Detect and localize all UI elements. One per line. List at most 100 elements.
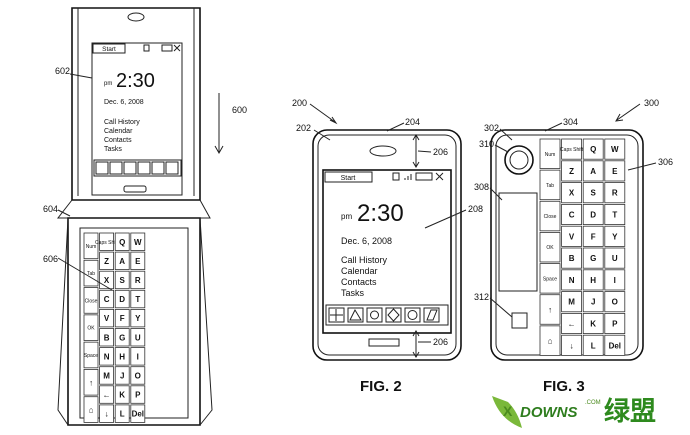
leader-310 xyxy=(494,144,509,153)
fig2-bottom-slot xyxy=(368,338,400,347)
fig1-key-3-3 xyxy=(130,289,146,309)
label-302: 302 xyxy=(484,123,499,133)
fig1-key-label-1-6: N xyxy=(104,352,110,361)
fig3-body-outline xyxy=(490,129,644,361)
fig1-key-label-0-5: ↑ xyxy=(89,378,93,387)
fig1-menu-1: Calendar xyxy=(104,128,133,135)
fig3-key-label-3-8: P xyxy=(612,320,618,329)
fig1-key-label-2-3: D xyxy=(119,295,125,304)
fig1-key-1-1 xyxy=(99,251,114,271)
fig1-key-label-0-6: ⌂ xyxy=(89,406,94,415)
fig1-key-3-8 xyxy=(130,385,146,404)
fig1-key-2-9 xyxy=(114,404,130,423)
fig1-key-label-1-7: M xyxy=(103,371,110,380)
fig2-date: Dec. 6, 2008 xyxy=(341,236,392,246)
fig3-panel xyxy=(498,192,538,292)
fig3-key-1-1 xyxy=(561,160,582,182)
fig3-key-label-2-7: J xyxy=(591,298,595,307)
fig1-key-label-2-1: A xyxy=(119,257,125,266)
fig1-key-label-0-3: OK xyxy=(87,326,95,332)
fig3-key-label-3-9: Del xyxy=(609,341,621,350)
fig1-key-1-8 xyxy=(99,385,114,404)
fig1-key-2-4 xyxy=(114,308,130,328)
fig1-menu-3: Tasks xyxy=(104,146,122,153)
fig3-key-3-2 xyxy=(604,182,626,204)
fig1-key-label-1-2: X xyxy=(104,276,110,285)
fig3-key-1-6 xyxy=(561,269,582,291)
fig3-key-label-0-1: Tab xyxy=(546,183,554,189)
fig1-key-label-3-6: I xyxy=(137,352,139,361)
fig3-key-1-5 xyxy=(561,247,582,269)
fig3-key-0-0 xyxy=(539,138,561,169)
fig1-key-label-1-1: Z xyxy=(104,257,109,266)
leader-604 xyxy=(57,209,71,217)
fig1-softkeys xyxy=(93,159,182,177)
fig3-key-2-2 xyxy=(582,182,604,204)
fig3-key-3-3 xyxy=(604,203,626,225)
fig3-key-label-2-5: G xyxy=(590,254,596,263)
fig1-key-label-3-7: O xyxy=(135,371,141,380)
label-300: 300 xyxy=(644,98,659,108)
fig3-key-2-7 xyxy=(582,291,604,313)
fig3-key-label-3-0: W xyxy=(611,145,619,154)
fig3-key-2-0 xyxy=(582,138,604,160)
fig1-key-0-0 xyxy=(83,232,99,260)
fig1-key-0-5 xyxy=(83,369,99,396)
fig1-date: Dec. 6, 2008 xyxy=(104,99,144,106)
fig1-key-3-6 xyxy=(130,347,146,366)
fig1-key-1-4 xyxy=(99,308,114,328)
fig1-key-2-6 xyxy=(114,347,130,366)
fig1-time: 2:30 xyxy=(116,70,155,92)
fig1-base-sides xyxy=(57,217,213,426)
label-206-bottom: 206 xyxy=(433,337,448,347)
fig1-lid-bevel xyxy=(77,8,195,196)
label-604: 604 xyxy=(43,204,58,214)
fig1-key-label-3-2: R xyxy=(135,276,141,285)
fig1-key-label-3-0: W xyxy=(134,238,142,247)
leader-602 xyxy=(69,73,93,79)
leader-606 xyxy=(57,257,113,291)
fig1-key-label-2-6: H xyxy=(119,352,125,361)
fig1-menu-0: Call History xyxy=(104,119,140,126)
fig1-key-1-5 xyxy=(99,328,114,347)
fig3-key-label-3-2: R xyxy=(612,189,618,198)
fig3-key-1-3 xyxy=(561,203,582,225)
fig2-body-outline xyxy=(312,129,462,361)
fig2-menu-1: Calendar xyxy=(341,266,378,276)
fig3-key-1-4 xyxy=(561,225,582,247)
fig3-key-0-6 xyxy=(539,325,561,356)
fig1-key-3-7 xyxy=(130,366,146,385)
fig1-key-label-3-9: Del xyxy=(132,410,144,419)
fig1-key-label-1-5: B xyxy=(104,333,110,342)
fig1-key-label-2-0: Q xyxy=(119,238,125,247)
leader-312 xyxy=(489,297,513,318)
fig1-key-label-1-9: ↓ xyxy=(105,410,109,419)
fig1-key-2-0 xyxy=(114,232,130,251)
fig1-key-1-3 xyxy=(99,289,114,309)
fig1-status-icon xyxy=(143,44,150,52)
fig3-key-label-1-9: ↓ xyxy=(570,341,574,350)
fig3-key-0-1 xyxy=(539,169,561,201)
fig1-key-2-3 xyxy=(114,289,130,309)
fig3-key-0-3 xyxy=(539,232,561,263)
fig1-speaker xyxy=(127,12,145,22)
fig3-key-1-8 xyxy=(561,312,582,334)
fig3-key-3-1 xyxy=(604,160,626,182)
watermark-cn-text: 绿盟 xyxy=(604,397,656,427)
leader-308 xyxy=(489,187,503,201)
fig1-key-0-4 xyxy=(83,341,99,369)
fig3-key-label-0-0: Num xyxy=(545,152,556,158)
fig1-key-label-3-3: T xyxy=(135,295,140,304)
fig1-key-label-2-2: S xyxy=(120,276,126,285)
fig1-close-icon xyxy=(173,44,181,52)
caption-fig2: FIG. 2 xyxy=(360,378,402,395)
arrow-300 xyxy=(615,103,641,122)
fig3-key-2-9 xyxy=(582,334,604,356)
label-208: 208 xyxy=(468,204,483,214)
fig1-key-label-2-4: F xyxy=(120,314,125,323)
fig3-key-label-1-5: B xyxy=(569,254,575,263)
fig3-key-label-1-4: V xyxy=(569,232,575,241)
